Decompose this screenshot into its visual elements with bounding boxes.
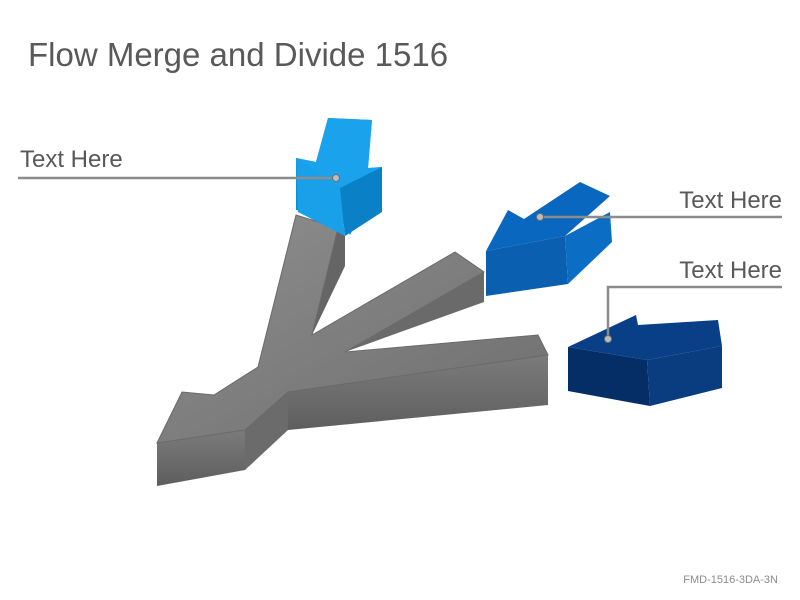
- footer-code: FMD-1516-3DA-3N: [683, 574, 778, 586]
- callout-bottom-right: [604, 285, 782, 343]
- mid-blue-arrow: [486, 182, 612, 296]
- label-top-left: Text Here: [20, 146, 123, 173]
- slide-title: Flow Merge and Divide 1516: [28, 36, 449, 73]
- label-middle-right: Text Here: [679, 187, 782, 214]
- callout-middle-right: [536, 213, 782, 221]
- label-bottom-right: Text Here: [679, 257, 782, 284]
- dark-blue-arrow: [568, 315, 722, 406]
- callout-top-left: [18, 174, 340, 182]
- gray-merge-arrow: [156, 214, 549, 486]
